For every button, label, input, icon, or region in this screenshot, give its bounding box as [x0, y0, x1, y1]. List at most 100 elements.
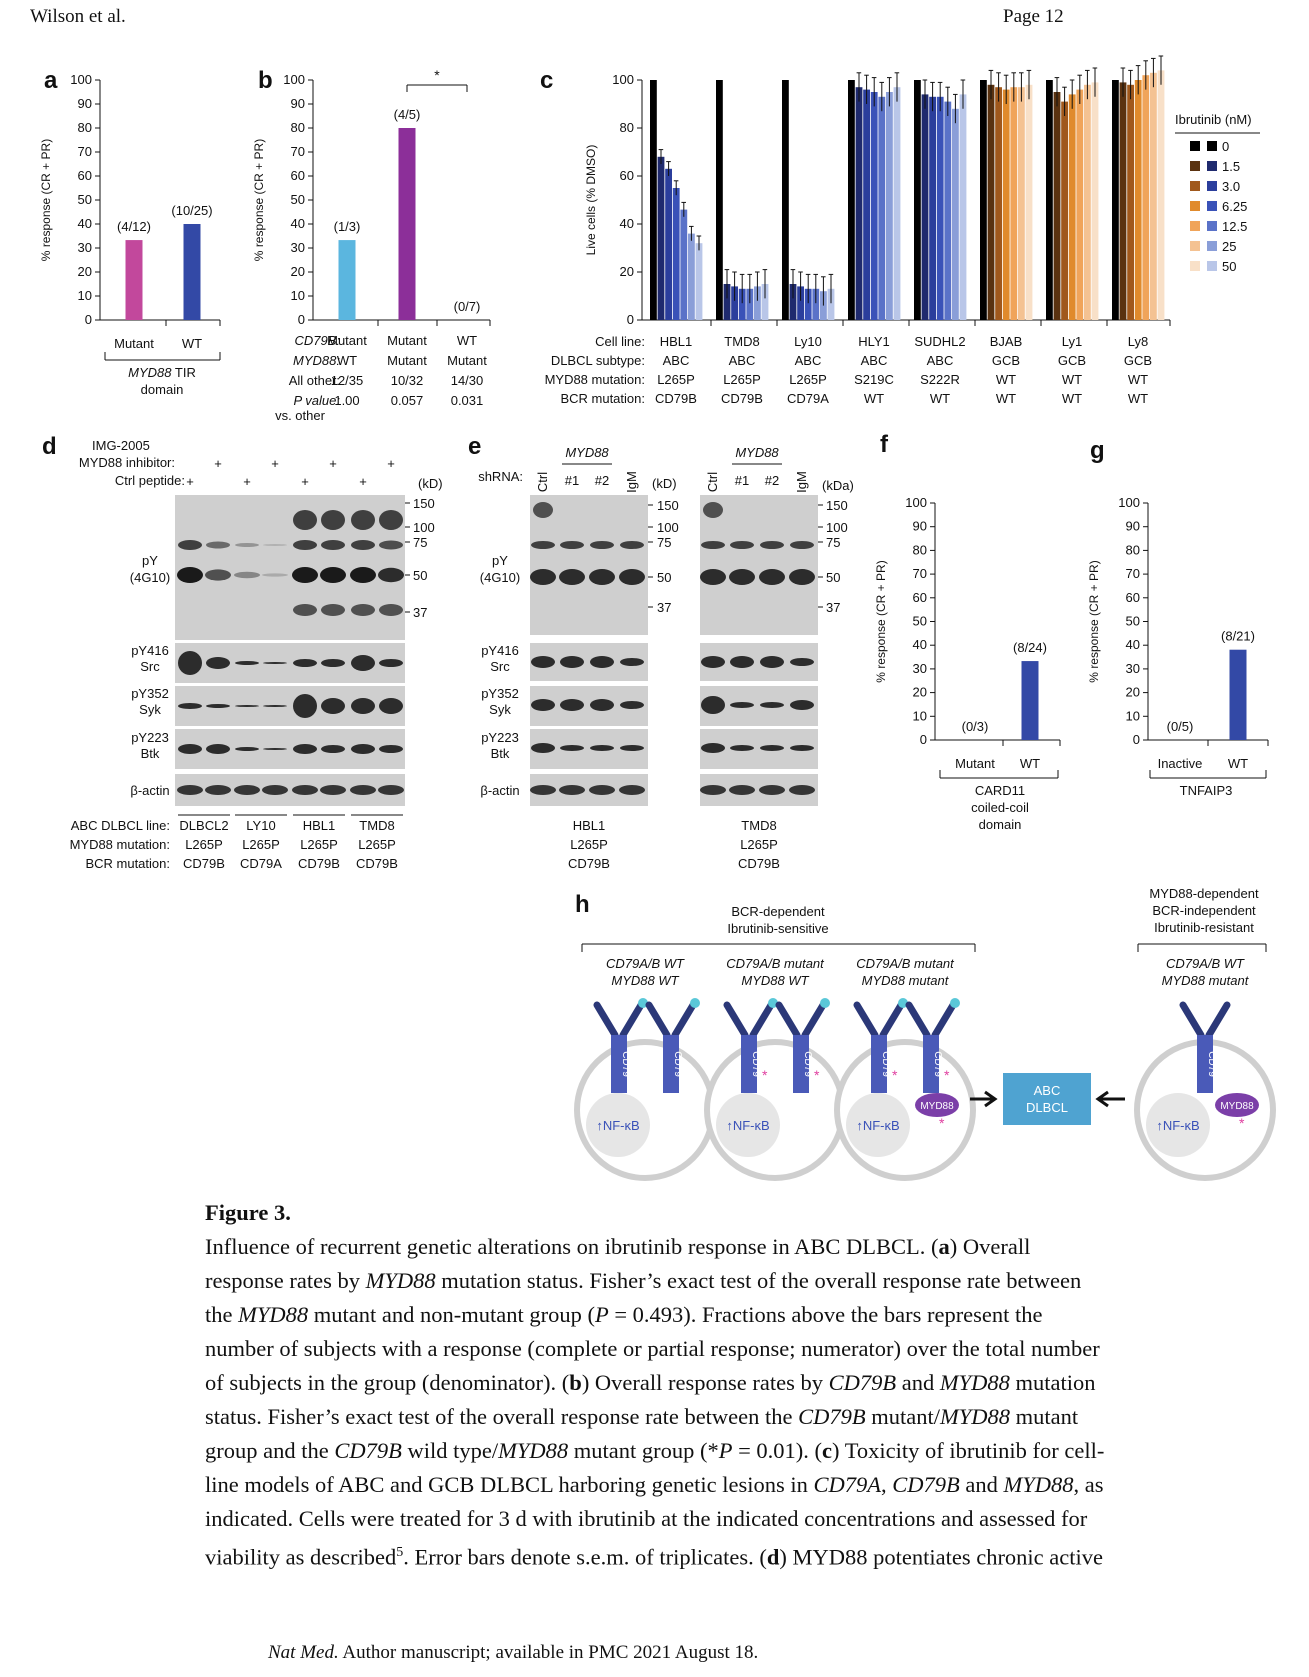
blot-band: [379, 510, 403, 530]
cell-genotype: MYD88 mutant: [1162, 973, 1250, 988]
panel-letter-h: h: [575, 891, 590, 918]
cell-genotype: CD79A/B mutant: [726, 956, 825, 971]
blot-band: [590, 745, 614, 751]
blot-band: [700, 785, 726, 795]
antigen: [768, 998, 778, 1008]
row-cell: 0.057: [391, 393, 424, 408]
bar: [1021, 661, 1039, 740]
blot-band: [619, 569, 645, 585]
kd-marker: 150: [413, 496, 435, 511]
y-tick-label: 40: [78, 216, 92, 231]
blot-label: Syk: [139, 702, 161, 717]
myd88-label: MYD88: [565, 445, 609, 460]
group-title: Ibrutinib-resistant: [1154, 920, 1254, 935]
caption-run: c: [822, 1438, 833, 1463]
cell-nucleus: [846, 1093, 910, 1157]
caption-run: MYD88: [940, 1404, 1011, 1429]
blot-label: (4G10): [130, 570, 170, 585]
bar: [1229, 649, 1247, 740]
cell-line-bcr: CD79B: [721, 391, 763, 406]
y-tick-label: 40: [1126, 637, 1140, 652]
figure-caption: Figure 3. Influence of recurrent genetic…: [205, 1196, 1105, 1575]
bar-fraction-label: (1/3): [334, 219, 361, 234]
blot-band: [235, 661, 259, 665]
caption-run: MYD88: [939, 1370, 1010, 1395]
blot-band: [351, 655, 375, 671]
cell-line-name: LY10: [246, 818, 275, 833]
lane-label: #2: [765, 473, 779, 488]
bcr-arm: [853, 1001, 905, 1039]
bar: [855, 87, 863, 320]
blot-label: β-actin: [130, 783, 169, 798]
blot-band: [560, 699, 584, 711]
myd88-complex: [915, 1093, 959, 1117]
cell-line-bcr: CD79A: [240, 856, 282, 871]
mutation-star: *: [939, 1115, 945, 1131]
bar: [1068, 94, 1076, 321]
blot-band: [293, 744, 317, 754]
blot-band: [559, 569, 585, 585]
cell-genotype: CD79A/B mutant: [856, 956, 955, 971]
legend-swatch-orange: [1190, 141, 1200, 151]
y-tick-label: 30: [291, 240, 305, 255]
y-tick-label: 80: [913, 542, 927, 557]
cell-line-myd88: L265P: [358, 837, 396, 852]
bar: [1157, 70, 1165, 321]
plus-sign: +: [329, 456, 337, 471]
treatment-title: IMG-2005: [92, 438, 150, 453]
bar: [1076, 89, 1084, 320]
blot-band: [379, 604, 403, 616]
blot-band: [351, 698, 375, 714]
bar: [723, 284, 731, 320]
blot-band: [590, 656, 614, 668]
cell-line-name: TMD8: [359, 818, 394, 833]
y-tick-label: 60: [620, 168, 634, 183]
legend-swatch-blue: [1207, 161, 1217, 171]
y-tick-label: 100: [612, 72, 634, 87]
blot-band: [560, 656, 584, 668]
bar: [1150, 72, 1157, 320]
legend-label: 1.5: [1222, 159, 1240, 174]
bar: [1134, 80, 1142, 320]
bar: [1142, 75, 1150, 320]
blot-band: [701, 656, 725, 668]
bar: [716, 80, 723, 320]
plus-sign: +: [186, 474, 194, 489]
y-tick-label: 70: [913, 566, 927, 581]
blot-band: [701, 541, 725, 549]
footer-journal: Nat Med.: [268, 1642, 339, 1663]
blot-band: [351, 510, 375, 530]
group-label: coiled-coil: [971, 800, 1029, 815]
caption-body: Influence of recurrent genetic alteratio…: [205, 1230, 1105, 1575]
cell-line-name: TMD8: [724, 334, 759, 349]
kd-marker: 50: [826, 570, 840, 585]
blot-band: [206, 744, 230, 754]
bar-fraction-label: (0/5): [1167, 719, 1194, 734]
blot-band: [760, 541, 784, 549]
blot-pY-4G10: [700, 495, 818, 635]
bar-fraction-label: (4/5): [394, 107, 421, 122]
cell-line-name: Ly10: [794, 334, 822, 349]
row-cell: WT: [457, 333, 477, 348]
row-label: MYD88 mutation:: [70, 837, 170, 852]
row-cell: Mutant: [387, 353, 427, 368]
x-category-label: Inactive: [1158, 756, 1203, 771]
arrow-right: [970, 1090, 998, 1108]
blot-label: (4G10): [480, 570, 520, 585]
blot-band: [263, 748, 287, 750]
bar: [944, 101, 952, 320]
blot-band: [350, 785, 376, 795]
cell-line-myd88: WT: [1128, 372, 1148, 387]
cell-line-subtype: GCB: [1058, 353, 1086, 368]
blot-band: [701, 743, 725, 753]
bar: [929, 96, 936, 320]
bar: [1119, 82, 1127, 321]
y-tick-label: 0: [298, 312, 305, 327]
y-tick-label: 30: [913, 661, 927, 676]
cd79-chain: [611, 1035, 627, 1093]
bar: [987, 84, 995, 320]
kd-marker: 37: [413, 605, 427, 620]
cell-line-bcr: CD79B: [356, 856, 398, 871]
arrow-left: [1095, 1090, 1125, 1108]
bar: [680, 209, 688, 320]
